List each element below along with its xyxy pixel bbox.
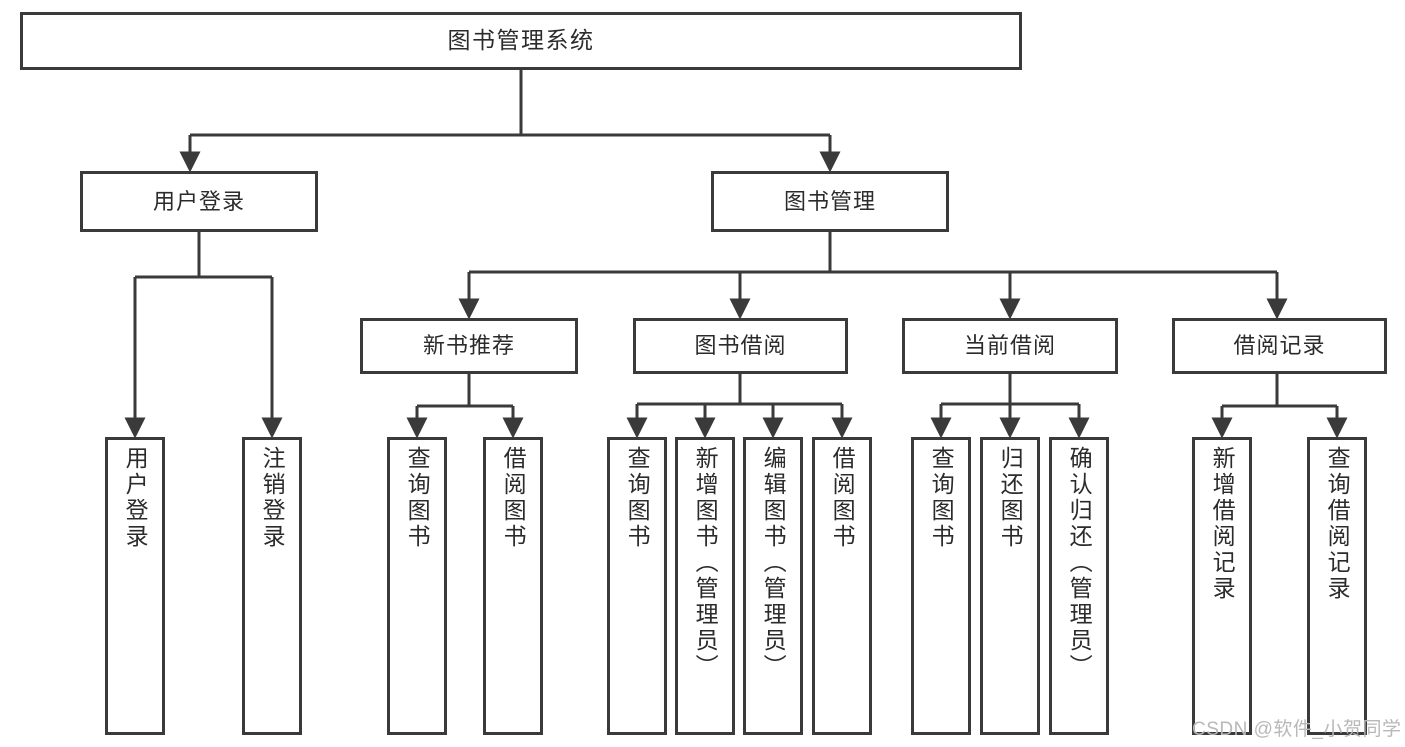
node-label: 新增图书（管理员） [692, 446, 719, 680]
node-label: 查询图书 [624, 446, 651, 550]
node-borrow-record[interactable]: 借阅记录 [1172, 318, 1387, 374]
node-label: 借阅图书 [500, 446, 527, 550]
node-label: 新增借阅记录 [1209, 446, 1236, 602]
node-label: 借阅图书 [829, 446, 856, 550]
leaf-current-borrow-return-book[interactable]: 归还图书 [980, 437, 1040, 735]
node-label: 用户登录 [122, 446, 149, 550]
leaf-book-borrow-query-book[interactable]: 查询图书 [607, 437, 667, 735]
leaf-borrow-record-query-record[interactable]: 查询借阅记录 [1307, 437, 1367, 735]
leaf-current-borrow-query-book[interactable]: 查询图书 [911, 437, 971, 735]
node-new-book-recommendation[interactable]: 新书推荐 [360, 318, 578, 374]
leaf-book-borrow-edit-book-admin[interactable]: 编辑图书（管理员） [743, 437, 803, 735]
csdn-watermark: CSDN @软件_小贺同学 [1192, 719, 1402, 740]
node-label: 注销登录 [259, 446, 286, 550]
leaf-borrow-record-add-record[interactable]: 新增借阅记录 [1192, 437, 1252, 735]
node-book-borrow[interactable]: 图书借阅 [633, 318, 848, 374]
node-label: 当前借阅 [963, 333, 1056, 359]
leaf-new-book-query-book[interactable]: 查询图书 [387, 437, 447, 735]
node-current-borrow[interactable]: 当前借阅 [902, 318, 1118, 374]
node-label: 新书推荐 [422, 333, 515, 359]
node-label: 图书管理 [783, 188, 876, 214]
node-label: 查询图书 [928, 446, 955, 550]
leaf-user-login-login[interactable]: 用户登录 [105, 437, 165, 735]
leaf-new-book-borrow-book[interactable]: 借阅图书 [483, 437, 543, 735]
node-label: 归还图书 [997, 446, 1024, 550]
leaf-book-borrow-borrow-book[interactable]: 借阅图书 [812, 437, 872, 735]
leaf-current-borrow-confirm-return-admin[interactable]: 确认归还（管理员） [1049, 437, 1109, 735]
node-label: 借阅记录 [1233, 333, 1326, 359]
node-label: 图书借阅 [694, 333, 787, 359]
node-label: 图书管理系统 [447, 27, 595, 54]
leaf-user-login-logout[interactable]: 注销登录 [242, 437, 302, 735]
node-label: 编辑图书（管理员） [760, 446, 787, 680]
node-label: 查询图书 [404, 446, 431, 550]
leaf-book-borrow-add-book-admin[interactable]: 新增图书（管理员） [675, 437, 735, 735]
node-label: 确认归还（管理员） [1066, 446, 1093, 680]
node-label: 用户登录 [152, 188, 245, 214]
node-user-login[interactable]: 用户登录 [80, 171, 318, 232]
node-label: 查询借阅记录 [1324, 446, 1351, 602]
node-book-management[interactable]: 图书管理 [711, 171, 949, 232]
node-root-book-management-system[interactable]: 图书管理系统 [20, 12, 1022, 70]
